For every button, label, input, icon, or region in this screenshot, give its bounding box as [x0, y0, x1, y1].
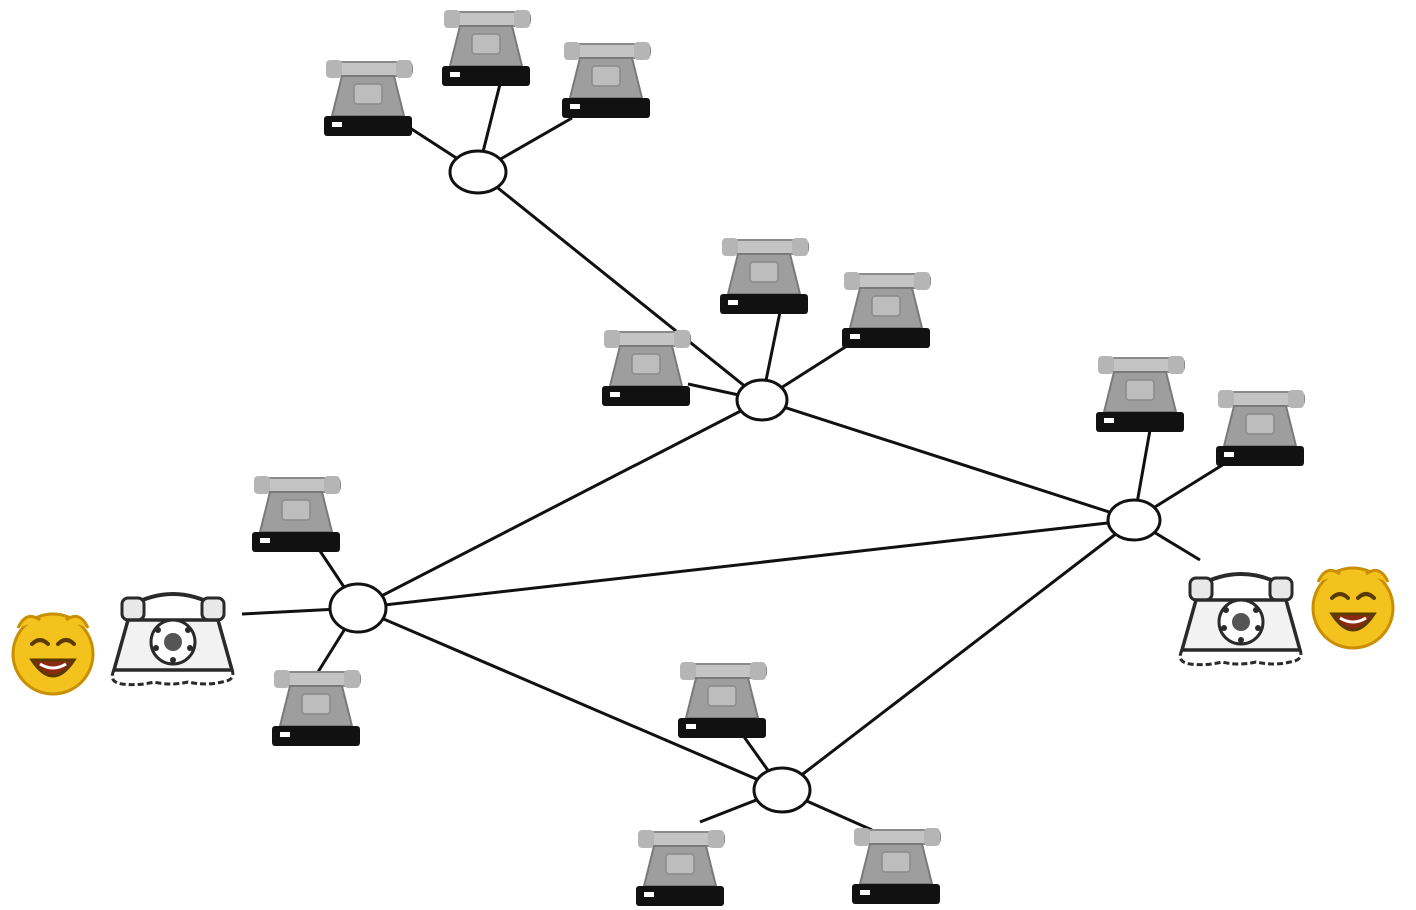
switch-node-center	[735, 378, 789, 422]
trunk-left-right	[357, 518, 1135, 610]
desk-telephone-icon	[323, 59, 413, 137]
desk-telephone-icon	[271, 669, 361, 747]
trunk-links	[357, 170, 1135, 792]
caller-left	[11, 592, 235, 696]
smiley-face-icon	[1311, 566, 1395, 650]
desk-telephone-icon	[251, 475, 341, 553]
desk-telephone-icon	[1095, 355, 1185, 433]
trunk-bottom-right	[781, 518, 1135, 792]
caller-right	[1178, 566, 1395, 667]
switch-node-left	[328, 582, 388, 634]
desk-telephone-icon	[841, 271, 931, 349]
smiley-face-icon	[11, 612, 95, 696]
trunk-top-center	[477, 170, 763, 402]
desk-telephone-icon	[635, 829, 725, 907]
switch-nodes	[328, 149, 1162, 814]
switch-node-right	[1106, 498, 1162, 542]
switch-node-bottom	[752, 766, 812, 814]
desk-telephone-icon	[1215, 389, 1305, 467]
trunk-center-right	[761, 398, 1135, 522]
desk-telephone-icon	[719, 237, 809, 315]
desk-telephone-icon	[441, 9, 531, 87]
desk-telephone-icon	[601, 329, 691, 407]
trunk-center-left	[357, 398, 763, 610]
desk-telephone-icon	[677, 661, 767, 739]
desk-telephone-icon	[851, 827, 941, 905]
switch-node-top	[448, 149, 508, 195]
rotary-telephone-icon	[110, 592, 235, 687]
trunk-left-bottom	[357, 606, 783, 792]
desk-telephone-icon	[561, 41, 651, 119]
rotary-telephone-icon	[1178, 572, 1303, 667]
